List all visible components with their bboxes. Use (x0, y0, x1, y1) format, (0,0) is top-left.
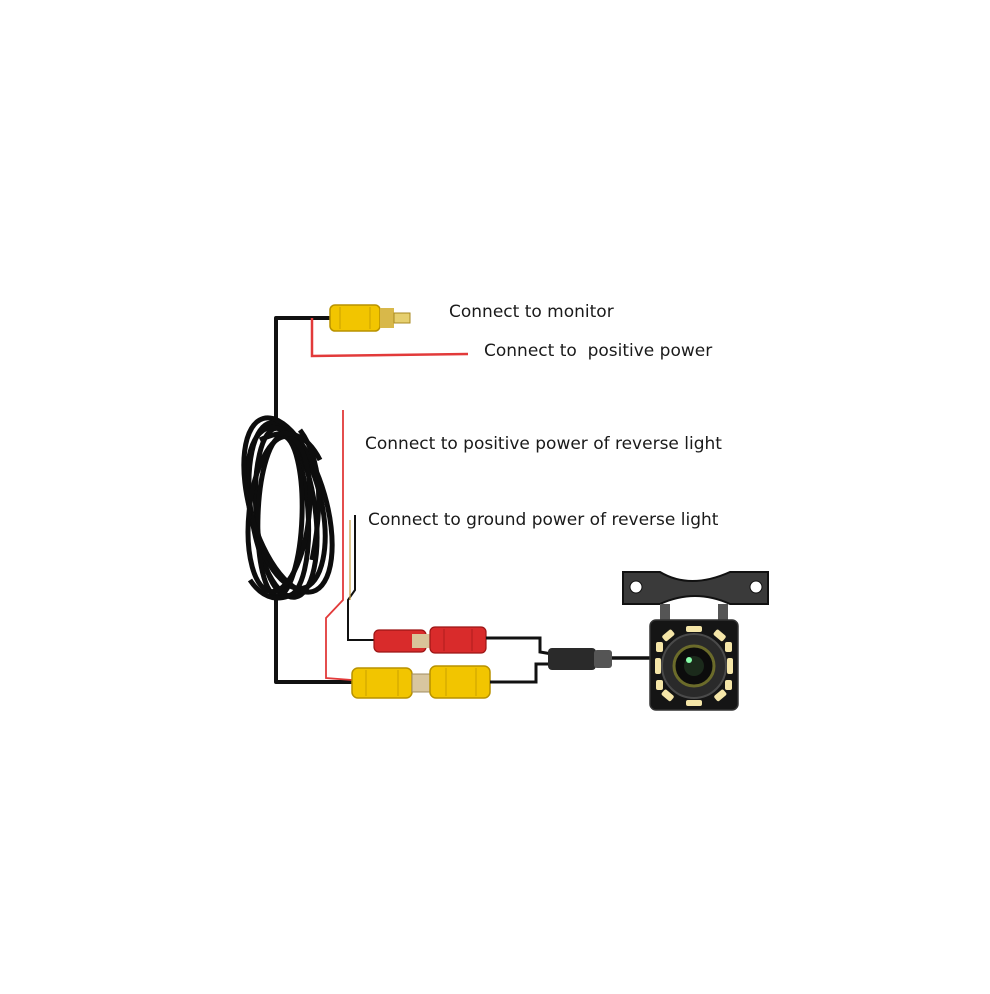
positive-power-wire (310, 318, 469, 358)
video-rca-pair (351, 665, 491, 699)
cable-junction (548, 648, 612, 670)
camera-bracket (622, 571, 769, 622)
label-positive-power: Connect to positive power (484, 341, 713, 361)
label-reverse-positive: Connect to positive power of reverse lig… (365, 434, 722, 454)
label-reverse-ground: Connect to ground power of reverse light (368, 510, 719, 530)
reverse-rca-pair (373, 626, 487, 654)
monitor-rca-plug (329, 304, 411, 332)
camera (649, 619, 739, 711)
led-ring (655, 626, 733, 706)
label-monitor: Connect to monitor (449, 302, 614, 322)
reverse-positive-wire (325, 410, 353, 681)
camera-cable (486, 636, 650, 684)
reverse-ground-wire (347, 515, 375, 641)
cable-coil (241, 415, 335, 601)
